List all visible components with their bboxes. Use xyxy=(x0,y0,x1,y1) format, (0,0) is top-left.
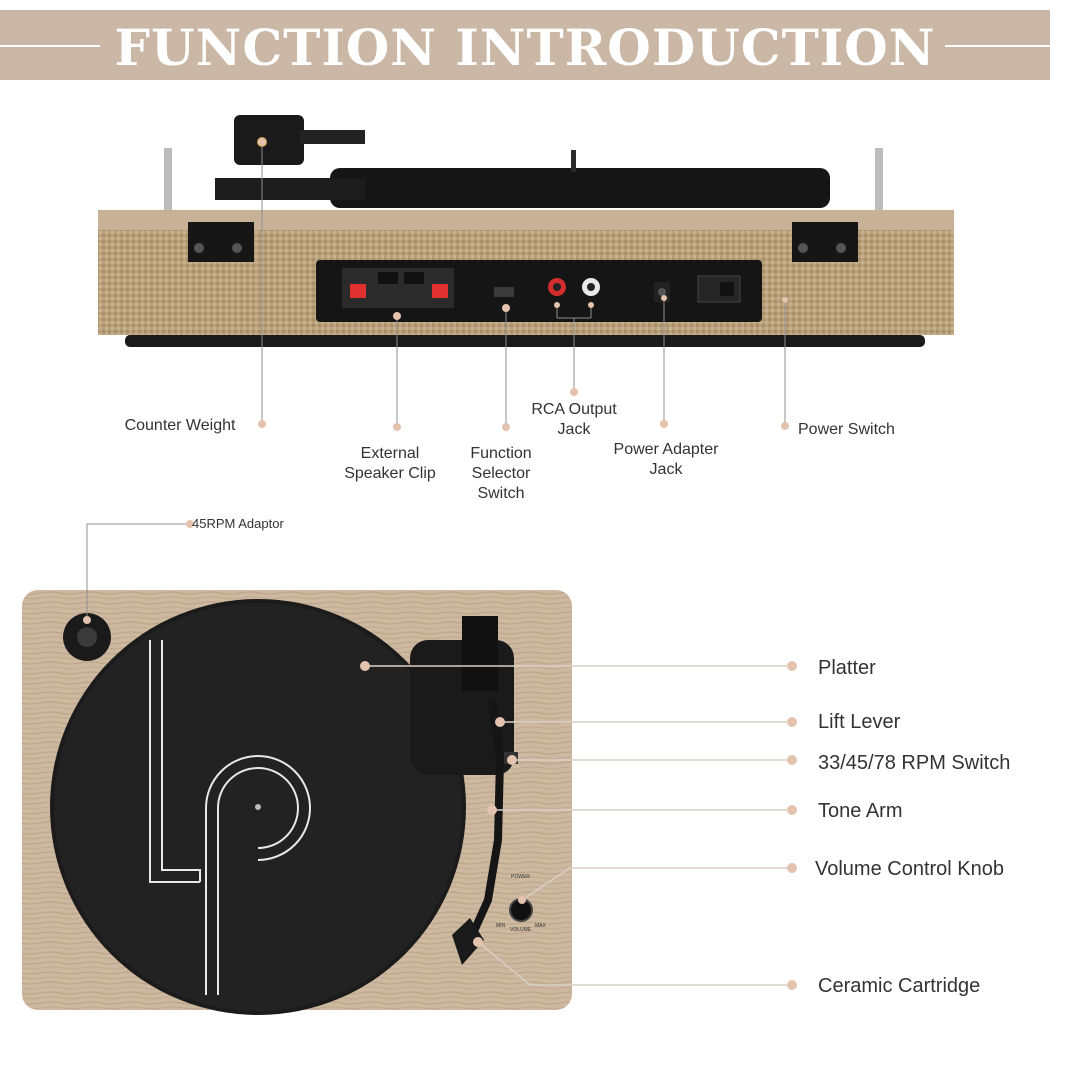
banner-right-rule xyxy=(945,45,1050,47)
callout-rca-output-jack: RCA Output Jack xyxy=(531,401,617,438)
callout-power-adapter-jack: Power Adapter Jack xyxy=(613,441,719,478)
top-view-leaders xyxy=(83,520,797,990)
banner-left-rule xyxy=(0,45,100,47)
panel-min-label: MIN xyxy=(496,923,506,929)
callout-45rpm-adaptor: 45RPM Adaptor xyxy=(192,516,284,531)
panel-volume-label: VOLUME xyxy=(510,927,532,933)
callout-external-speaker-clip: External Speaker Clip xyxy=(344,445,436,482)
callout-ceramic-cartridge: Ceramic Cartridge xyxy=(818,975,981,997)
back-view-leaders xyxy=(258,138,789,431)
top-panel-markings: POWER VOLUME MIN MAX xyxy=(496,874,547,933)
panel-max-label: MAX xyxy=(535,923,547,929)
back-view-turntable xyxy=(98,115,954,347)
page-title: FUNCTION INTRODUCTION xyxy=(114,18,936,77)
callout-function-selector-switch: Function Selector Switch xyxy=(470,445,532,502)
counter-weight-part xyxy=(234,115,304,165)
callout-rpm-switch: 33/45/78 RPM Switch xyxy=(818,752,1011,774)
callout-power-switch: Power Switch xyxy=(798,421,895,438)
callout-volume-control-knob: Volume Control Knob xyxy=(815,858,1005,880)
header-banner: FUNCTION INTRODUCTION xyxy=(0,10,1050,80)
top-view-turntable xyxy=(22,590,572,1015)
callout-tone-arm: Tone Arm xyxy=(818,800,903,822)
panel-power-label: POWER xyxy=(511,874,530,880)
callout-counter-weight: Counter Weight xyxy=(124,417,236,434)
callout-lift-lever: Lift Lever xyxy=(818,711,901,733)
callout-platter: Platter xyxy=(818,657,876,679)
